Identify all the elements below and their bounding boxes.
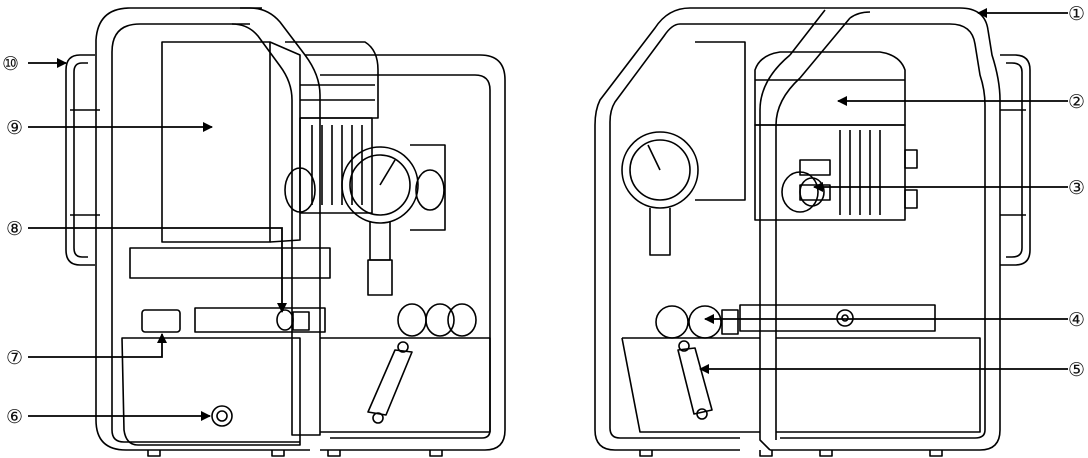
frame-left-view bbox=[95, 7, 506, 451]
power-knob bbox=[781, 171, 825, 213]
callout-4: ④ bbox=[1068, 309, 1085, 331]
callout-lines bbox=[28, 8, 1068, 421]
callout-line-8 bbox=[28, 227, 287, 313]
callout-5: ⑤ bbox=[1068, 359, 1085, 381]
side-handle-right bbox=[1000, 54, 1031, 266]
callout-1: ① bbox=[1068, 3, 1085, 25]
oil-level-window bbox=[677, 340, 713, 420]
side-handle bbox=[65, 54, 100, 266]
callout-9: ⑨ bbox=[6, 117, 23, 139]
right-view bbox=[594, 7, 1031, 457]
filler-cap bbox=[141, 309, 181, 333]
drain-plug bbox=[211, 405, 233, 427]
motor-body-left bbox=[285, 41, 379, 214]
base-plate-left bbox=[129, 247, 331, 279]
motor-body-right bbox=[754, 124, 918, 221]
callout-line-7 bbox=[28, 333, 167, 358]
callout-3: ③ bbox=[1068, 177, 1085, 199]
callout-2: ② bbox=[1068, 91, 1085, 113]
knob-left bbox=[284, 167, 316, 213]
callout-labels: ⑩ ⑨ ⑧ ⑦ ⑥ ① ② ③ ④ ⑤ bbox=[2, 3, 1085, 428]
oil-level-window-left bbox=[367, 341, 413, 424]
pressure-gauge-right bbox=[621, 131, 699, 256]
callout-7: ⑦ bbox=[6, 347, 23, 369]
frame-handle-right-view bbox=[594, 7, 1001, 451]
pressure-gauge-left bbox=[341, 146, 419, 296]
reservoir-tank bbox=[121, 337, 301, 446]
left-view bbox=[65, 7, 506, 457]
callout-6: ⑥ bbox=[6, 406, 23, 428]
callout-10: ⑩ bbox=[2, 53, 19, 75]
electrical-box bbox=[161, 41, 271, 243]
callout-8: ⑧ bbox=[6, 218, 23, 240]
motor-cover bbox=[754, 51, 906, 126]
quick-coupler bbox=[655, 305, 739, 339]
pressure-adjust-valve bbox=[276, 309, 294, 331]
